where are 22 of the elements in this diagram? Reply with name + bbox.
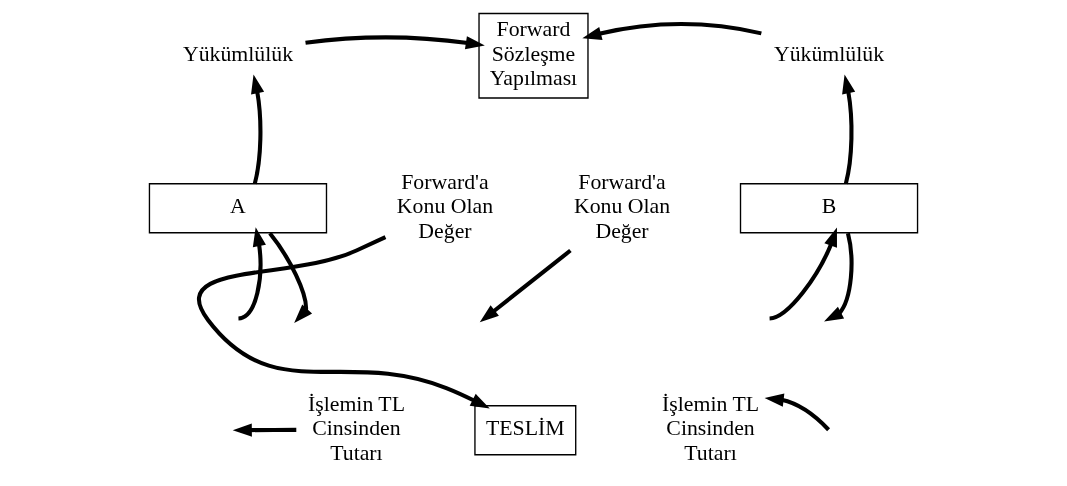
arrow: [305, 35, 485, 50]
arrow: [251, 74, 265, 185]
arrow: [764, 393, 831, 432]
node-text: İşlemin TL Cinsinden Tutarı: [307, 391, 405, 465]
node-text: Yükümlülük: [182, 41, 294, 66]
node-text: İşlemin TL Cinsinden Tutarı: [662, 391, 760, 465]
node-box: B: [739, 183, 919, 234]
node-text: Forward'a Konu Olan Değer: [573, 169, 671, 243]
arrow: [824, 232, 854, 322]
node-box: A: [148, 183, 328, 234]
node-box: TESLİM: [474, 405, 577, 456]
arrow: [238, 227, 266, 321]
arrow: [842, 74, 856, 185]
node-box: Forward Sözleşme Yapılması: [478, 12, 589, 99]
arrow: [582, 22, 762, 40]
arrow: [232, 423, 297, 437]
node-text: Yükümlülük: [773, 41, 885, 66]
arrow: [197, 235, 490, 409]
arrow: [479, 248, 572, 323]
node-text: Forward'a Konu Olan Değer: [396, 169, 494, 243]
arrow: [268, 232, 313, 324]
arrow: [769, 227, 837, 321]
